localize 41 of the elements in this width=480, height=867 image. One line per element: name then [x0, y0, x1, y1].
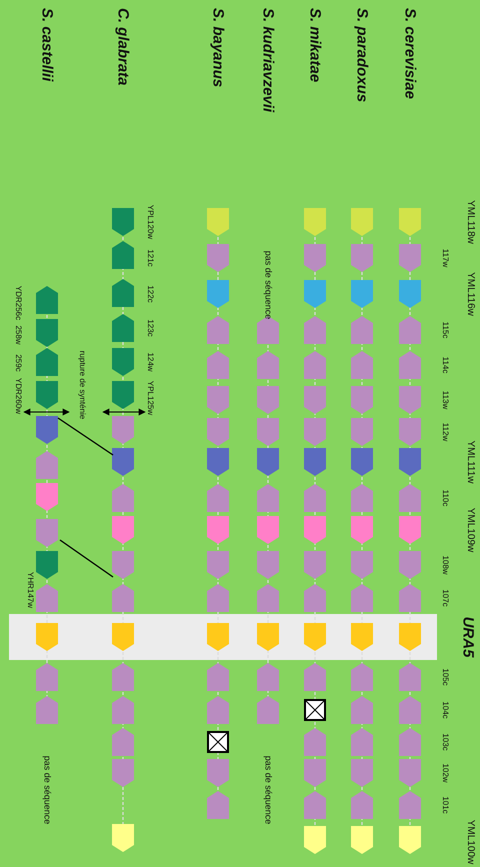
gene-label: 105c — [441, 668, 449, 686]
gene-label: 258w — [14, 325, 22, 345]
species-name: S. castellii — [40, 8, 54, 82]
gene-label: 103c — [441, 733, 449, 751]
gene-label: 102w — [441, 763, 449, 783]
gene-label: YDR260w — [14, 378, 22, 414]
gene-label: YML118w — [465, 200, 475, 244]
note-text: pas de séquence — [42, 756, 52, 824]
gene-label: 110c — [441, 490, 449, 506]
gene-label: 113w — [441, 390, 449, 410]
species-name: S. mikatae — [308, 8, 322, 82]
gene-label: URA5 — [460, 616, 476, 658]
species-name: S. kudriavzevii — [260, 8, 276, 112]
gene-label: YDR256c — [14, 286, 22, 320]
gene-label: 107c — [441, 589, 449, 607]
gene-label: 123c — [146, 319, 154, 337]
gene-label: 104c — [441, 701, 449, 719]
gene-label: YML100w — [465, 820, 475, 864]
gene-label: YML116w — [465, 272, 475, 316]
gene-label: 121c — [146, 249, 154, 267]
note-text: pas de séquence — [264, 250, 272, 320]
note-text: pas de séquence — [264, 756, 272, 824]
gene-label: 112w — [441, 422, 449, 442]
gene-label: YPL125w — [146, 380, 154, 416]
gene-label: 114c — [441, 356, 449, 374]
gene-label: YML109w — [465, 508, 475, 552]
gene-label: 117w — [441, 248, 449, 268]
gene-label: 108w — [441, 555, 449, 575]
gene-label: 122c — [146, 285, 154, 303]
gene-label: 101c — [441, 796, 449, 814]
note-text: rupture de synténie — [78, 350, 86, 420]
species-name: S. paradoxus — [354, 8, 370, 102]
species-name: C. glabrata — [116, 8, 130, 86]
gene-label: YML111w — [465, 440, 475, 484]
gene-label: 259c — [14, 354, 22, 372]
gene-label: 115c — [441, 322, 449, 338]
gene-label: YHR147w — [26, 572, 34, 608]
species-name: S. bayanus — [210, 8, 226, 88]
species-name: S. cerevisiae — [402, 8, 418, 99]
gene-label: YPL120w — [146, 204, 154, 240]
gene-label: 124w — [146, 352, 154, 372]
